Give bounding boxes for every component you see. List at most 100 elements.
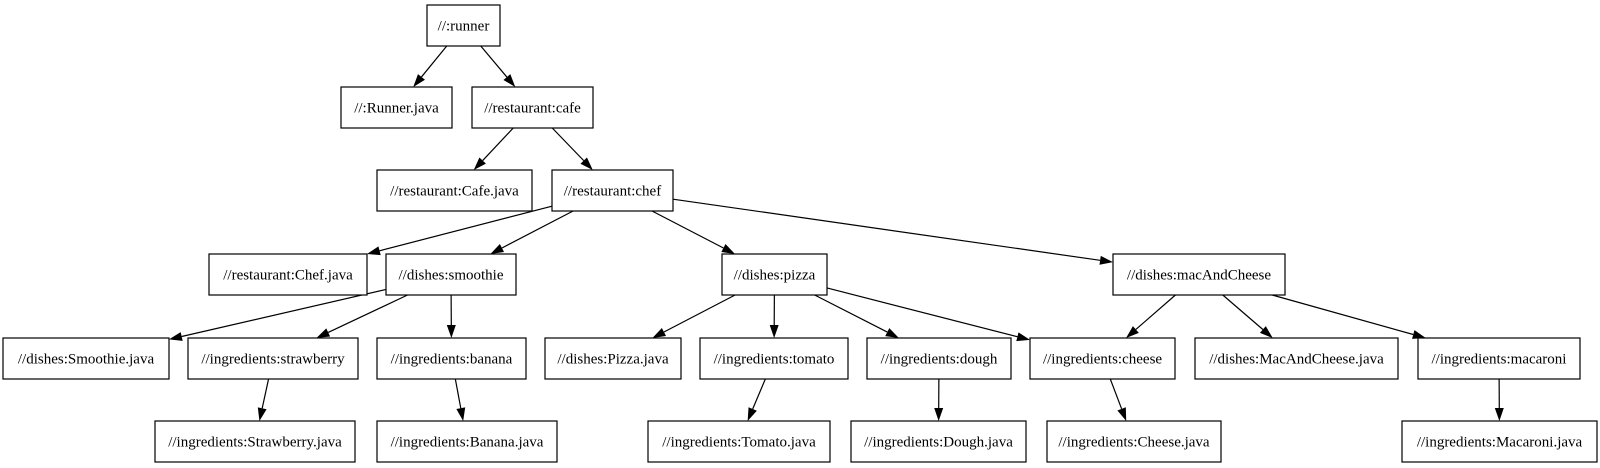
node-box-smoothie [385, 253, 517, 296]
node-strawberry_java: //ingredients:Strawberry.java [154, 420, 356, 463]
node-box-chef [551, 169, 674, 212]
edge-runner-to-cafe [480, 45, 508, 78]
node-box-cheese [1029, 337, 1176, 380]
node-label-chef_java: //restaurant:Chef.java [223, 268, 353, 284]
node-box-runner [426, 4, 501, 47]
edge-strawberry-to-strawberry_java [261, 378, 270, 409]
node-mac_and_cheese: //dishes:macAndCheese [1112, 253, 1286, 296]
node-runner: //:runner [426, 4, 501, 47]
node-label-tomato: //ingredients:tomato [714, 352, 835, 368]
node-box-macaroni [1417, 337, 1581, 380]
node-box-banana_java [376, 420, 558, 463]
node-tomato_java: //ingredients:Tomato.java [647, 420, 831, 463]
arrowhead-mac_and_cheese-to-mac_and_cheese_java [1259, 326, 1273, 338]
edge-chef-to-pizza [651, 210, 724, 249]
edge-chef-to-smoothie [501, 210, 574, 249]
nodes: //:runner//:Runner.java//restaurant:cafe… [2, 4, 1598, 463]
node-box-pizza [721, 253, 828, 296]
edge-smoothie-to-smoothie_java [181, 288, 387, 338]
node-box-strawberry_java [154, 420, 356, 463]
node-box-macaroni_java [1401, 420, 1598, 463]
arrowhead-cheese-to-cheese_java [1117, 407, 1127, 421]
node-banana_java: //ingredients:Banana.java [376, 420, 558, 463]
node-label-cheese: //ingredients:cheese [1043, 352, 1162, 368]
edge-mac_and_cheese-to-cheese [1135, 294, 1176, 330]
arrowhead-banana-to-banana_java [456, 407, 466, 421]
node-box-dough_java [850, 420, 1027, 463]
node-box-cafe [471, 86, 594, 129]
node-label-banana_java: //ingredients:Banana.java [391, 435, 544, 451]
node-label-chef: //restaurant:chef [564, 184, 661, 200]
node-cafe: //restaurant:cafe [471, 86, 594, 129]
edge-banana-to-banana_java [454, 378, 462, 409]
edge-smoothie-to-strawberry [327, 294, 408, 333]
node-banana: //ingredients:banana [376, 337, 527, 380]
node-label-cheese_java: //ingredients:Cheese.java [1058, 435, 1210, 451]
node-box-tomato_java [647, 420, 831, 463]
node-cafe_java: //restaurant:Cafe.java [376, 169, 533, 212]
arrowhead-pizza-to-tomato [769, 324, 779, 338]
node-box-dough [866, 337, 1012, 380]
edge-pizza-to-cheese [826, 287, 1018, 338]
node-label-smoothie: //dishes:smoothie [399, 268, 504, 284]
node-tomato: //ingredients:tomato [699, 337, 849, 380]
node-label-dough_java: //ingredients:Dough.java [864, 435, 1013, 451]
node-box-smoothie_java [2, 337, 170, 380]
node-label-mac_and_cheese: //dishes:macAndCheese [1127, 268, 1271, 284]
node-label-mac_and_cheese_java: //dishes:MacAndCheese.java [1209, 352, 1384, 368]
edges [169, 45, 1504, 421]
arrowhead-pizza-to-cheese [1016, 332, 1030, 342]
arrowhead-strawberry-to-strawberry_java [257, 407, 267, 421]
node-label-dough: //ingredients:dough [881, 352, 998, 368]
arrowhead-dough-to-dough_java [934, 407, 944, 421]
edge-mac_and_cheese-to-macaroni [1272, 294, 1414, 336]
node-box-mac_and_cheese_java [1194, 337, 1399, 380]
node-chef: //restaurant:chef [551, 169, 674, 212]
edge-cheese-to-cheese_java [1109, 378, 1123, 410]
node-box-banana [376, 337, 527, 380]
node-label-tomato_java: //ingredients:Tomato.java [662, 435, 816, 451]
node-smoothie: //dishes:smoothie [385, 253, 517, 296]
arrowhead-pizza-to-dough [885, 328, 899, 338]
node-label-pizza: //dishes:pizza [734, 268, 816, 284]
node-dough_java: //ingredients:Dough.java [850, 420, 1027, 463]
arrowhead-chef-to-pizza [721, 244, 735, 254]
edge-pizza-to-pizza_java [663, 294, 736, 333]
arrowhead-smoothie-to-smoothie_java [169, 332, 183, 341]
edge-pizza-to-dough [814, 294, 888, 333]
node-cheese_java: //ingredients:Cheese.java [1046, 420, 1222, 463]
node-label-smoothie_java: //dishes:Smoothie.java [18, 352, 155, 368]
node-mac_and_cheese_java: //dishes:MacAndCheese.java [1194, 337, 1399, 380]
node-cheese: //ingredients:cheese [1029, 337, 1176, 380]
node-label-macaroni_java: //ingredients:Macaroni.java [1417, 435, 1583, 451]
node-box-tomato [699, 337, 849, 380]
node-pizza_java: //dishes:Pizza.java [544, 337, 682, 380]
arrowhead-chef-to-chef_java [367, 246, 381, 256]
arrowhead-smoothie-to-banana [446, 324, 456, 338]
arrowhead-cafe-to-chef [580, 157, 593, 170]
arrowhead-pizza-to-pizza_java [652, 328, 667, 338]
edge-mac_and_cheese-to-mac_and_cheese_java [1222, 294, 1264, 330]
node-box-cafe_java [376, 169, 533, 212]
node-box-pizza_java [544, 337, 682, 380]
node-dough: //ingredients:dough [866, 337, 1012, 380]
edge-cafe-to-cafe_java [482, 127, 514, 161]
arrowhead-runner-to-runner_java [413, 74, 425, 87]
edge-chef-to-chef_java [379, 205, 553, 252]
node-box-cheese_java [1046, 420, 1222, 463]
node-label-banana: //ingredients:banana [391, 352, 513, 368]
node-label-strawberry: //ingredients:strawberry [201, 352, 345, 368]
edge-tomato-to-tomato_java [752, 378, 766, 410]
node-macaroni_java: //ingredients:Macaroni.java [1401, 420, 1598, 463]
arrowhead-tomato-to-tomato_java [747, 407, 757, 421]
node-box-runner_java [340, 86, 453, 129]
edge-runner-to-runner_java [421, 45, 448, 78]
node-label-macaroni: //ingredients:macaroni [1432, 352, 1567, 368]
arrowhead-chef-to-smoothie [490, 244, 505, 254]
node-pizza: //dishes:pizza [721, 253, 828, 296]
node-strawberry: //ingredients:strawberry [187, 337, 359, 380]
arrowhead-chef-to-mac_and_cheese [1099, 255, 1113, 265]
arrowhead-mac_and_cheese-to-cheese [1126, 326, 1139, 338]
